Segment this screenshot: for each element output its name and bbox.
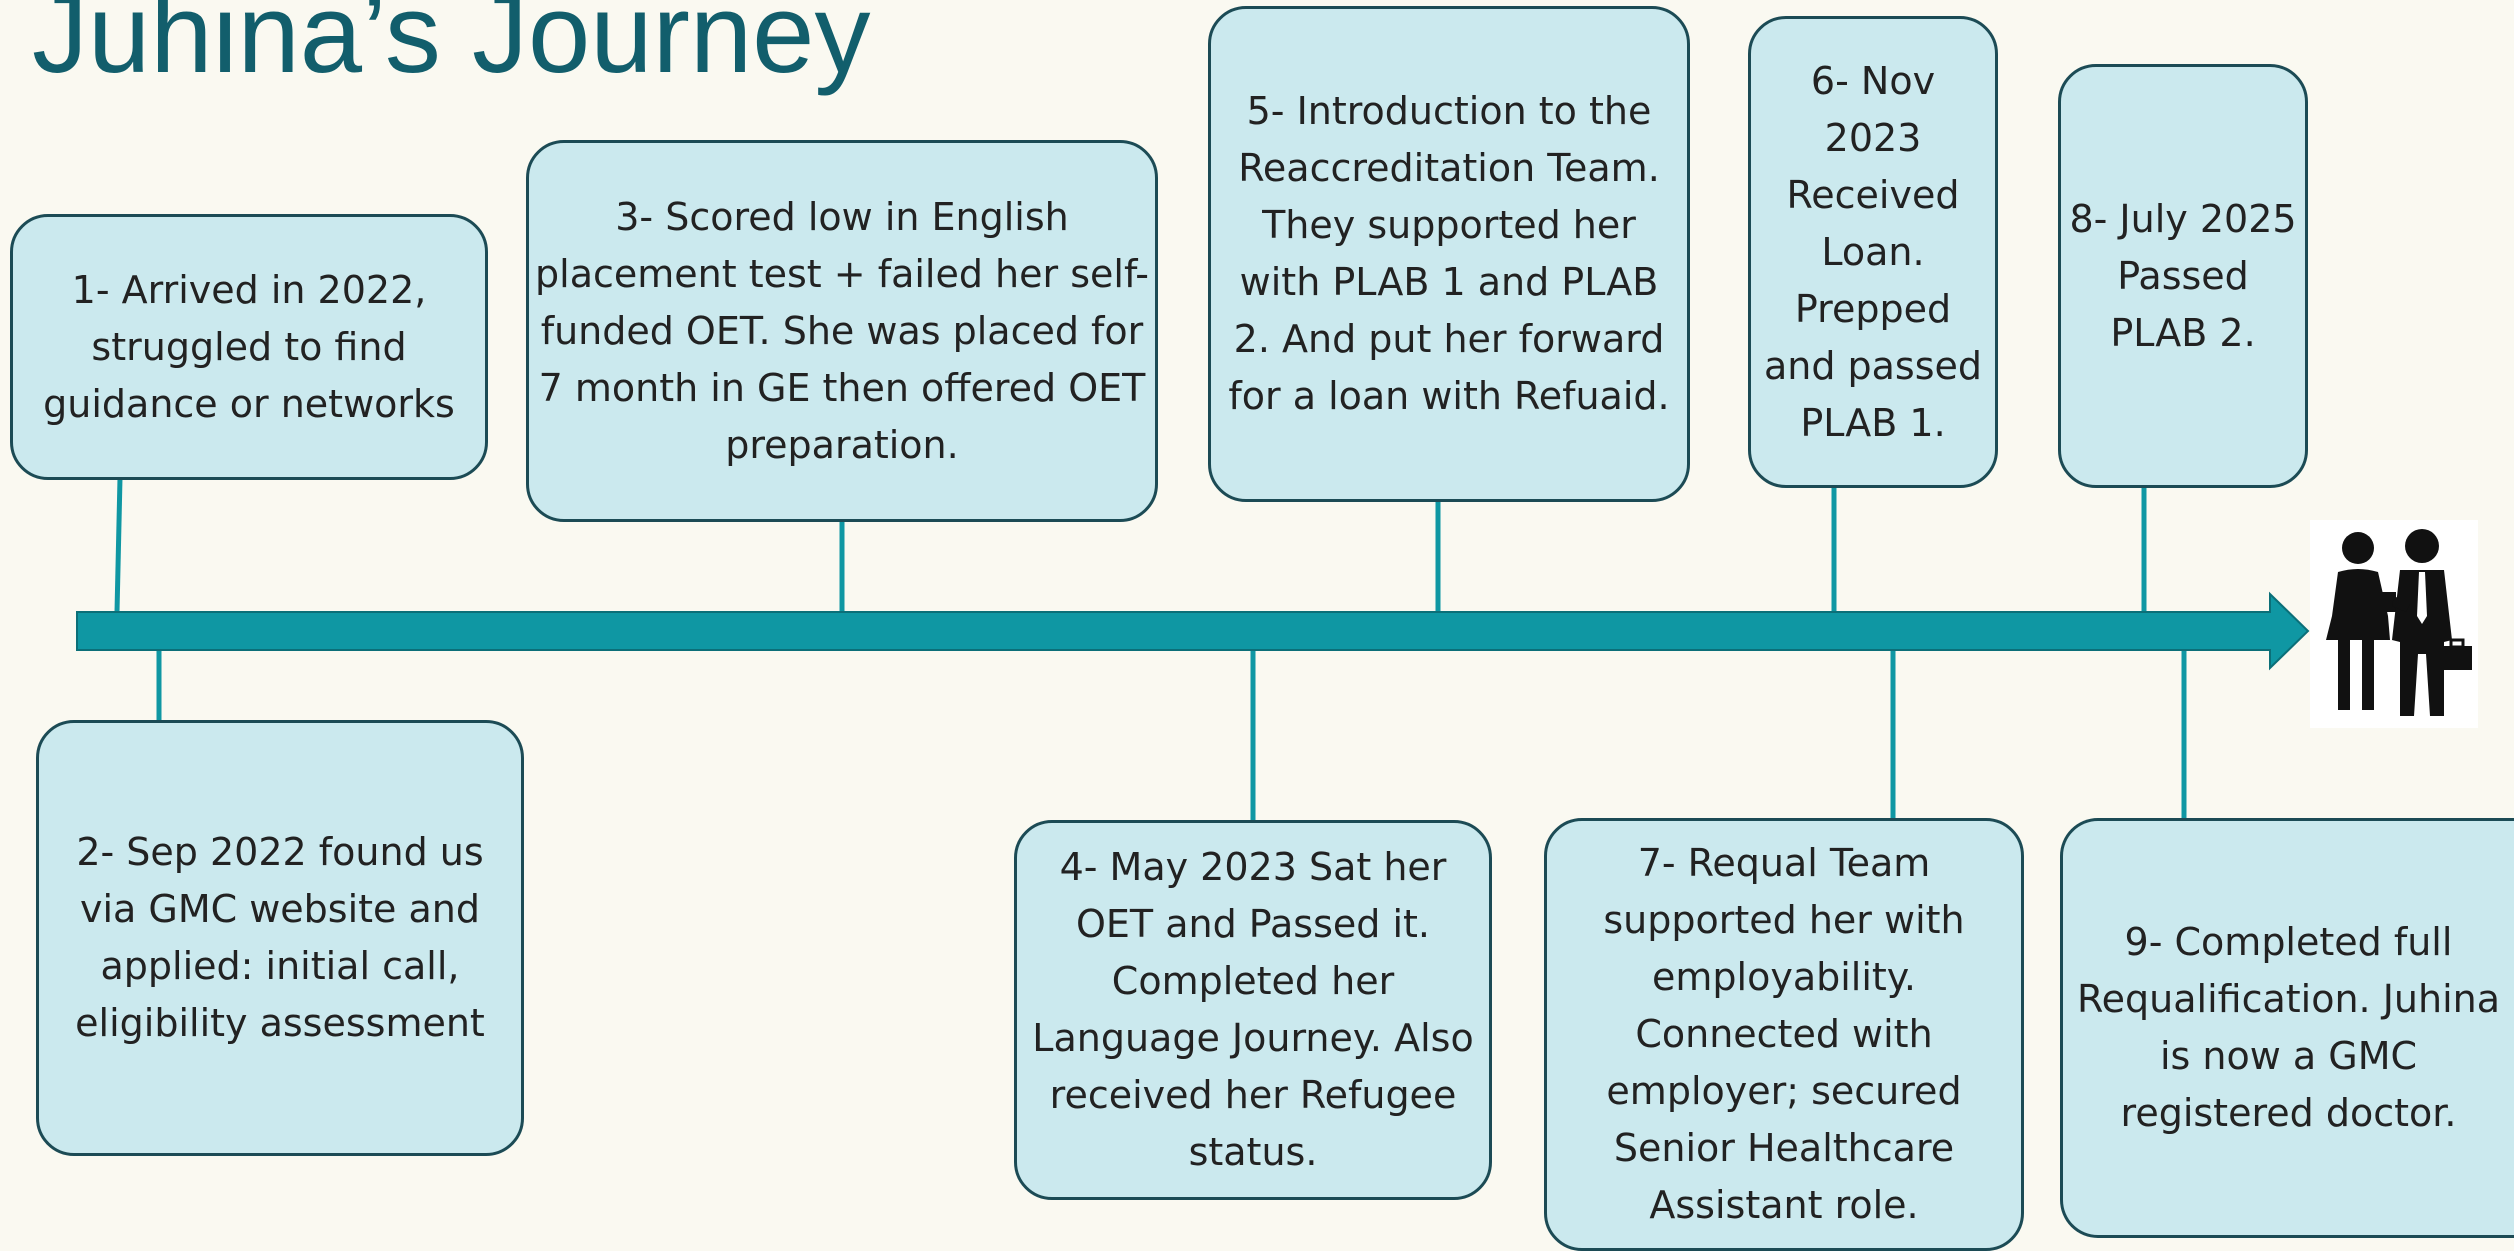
step-7-text: 7- Requal Team supported her with employ… — [1603, 841, 1965, 1227]
step-2-text: 2- Sep 2022 found us via GMC website and… — [75, 830, 485, 1045]
step-9-box: 9- Completed full Requalification. Juhin… — [2060, 818, 2514, 1238]
step-1-box: 1- Arrived in 2022, struggled to find gu… — [10, 214, 488, 480]
step-5-text: 5- Introduction to the Reaccreditation T… — [1228, 89, 1670, 418]
timeline-arrow — [76, 591, 2310, 671]
people-handshake-icon — [2310, 520, 2478, 728]
step-2-box: 2- Sep 2022 found us via GMC website and… — [36, 720, 524, 1156]
step-6-box: 6- Nov 2023 Received Loan. Prepped and p… — [1748, 16, 1998, 488]
step-8-text: 8- July 2025 Passed PLAB 2. — [2069, 196, 2297, 355]
connector-step-1 — [114, 477, 123, 613]
step-9-text: 9- Completed full Requalification. Juhin… — [2076, 920, 2501, 1135]
page-title: Juhina’s Journey — [32, 0, 871, 96]
step-3-text: 3- Scored low in English placement test … — [535, 194, 1149, 467]
step-1-text: 1- Arrived in 2022, struggled to find gu… — [43, 267, 455, 426]
step-7-box: 7- Requal Team supported her with employ… — [1544, 818, 2024, 1251]
step-8-box: 8- July 2025 Passed PLAB 2. — [2058, 64, 2308, 488]
step-6-text: 6- Nov 2023 Received Loan. Prepped and p… — [1763, 58, 1983, 445]
step-4-text: 4- May 2023 Sat her OET and Passed it. C… — [1032, 845, 1474, 1174]
step-4-box: 4- May 2023 Sat her OET and Passed it. C… — [1014, 820, 1492, 1200]
step-3-box: 3- Scored low in English placement test … — [526, 140, 1158, 522]
step-5-box: 5- Introduction to the Reaccreditation T… — [1208, 6, 1690, 502]
